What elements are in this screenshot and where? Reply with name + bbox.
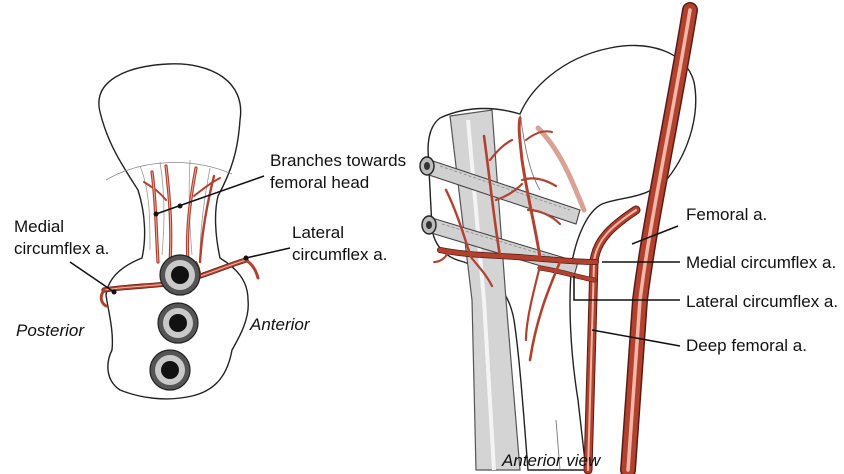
caption-anterior-view: Anterior view xyxy=(501,451,602,470)
label-lateral-line1: Lateral xyxy=(292,223,344,242)
lateral-leader-line xyxy=(246,248,290,258)
medial-leader-line xyxy=(70,262,114,292)
screw-section-middle xyxy=(158,303,198,343)
screw-section-bottom xyxy=(150,350,190,390)
label-lateral-circumflex-a: Lateral circumflex a. xyxy=(686,292,838,311)
label-medial-line1: Medial xyxy=(14,217,64,236)
right-anterior-view: Femoral a. Medial circumflex a. Lateral … xyxy=(420,10,838,470)
label-branches-line2: femoral head xyxy=(270,173,369,192)
screw-section-top xyxy=(160,255,200,295)
label-medial-circumflex-a: Medial circumflex a. xyxy=(686,253,836,272)
label-femoral-a: Femoral a. xyxy=(686,205,767,224)
femoral-head-neck-outline xyxy=(99,64,248,399)
label-deep-femoral-a: Deep femoral a. xyxy=(686,336,807,355)
label-lateral-line2: circumflex a. xyxy=(292,245,387,264)
label-medial-line2: circumflex a. xyxy=(14,239,109,258)
label-anterior: Anterior xyxy=(249,315,311,334)
label-posterior: Posterior xyxy=(16,321,85,340)
left-cross-section-view: Branches towards femoral head Medial cir… xyxy=(14,64,406,399)
label-branches-line1: Branches towards xyxy=(270,151,406,170)
